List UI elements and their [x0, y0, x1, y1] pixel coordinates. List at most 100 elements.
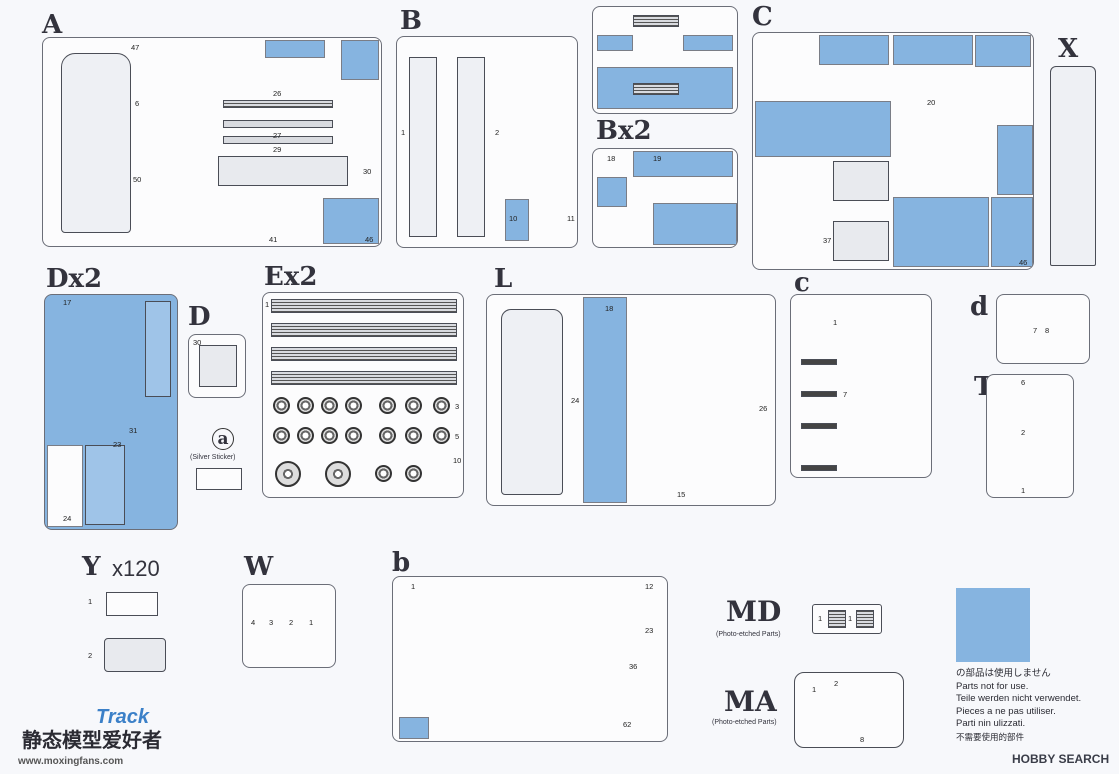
part-number: 1 — [411, 582, 416, 591]
legend-line-en: Parts not for use. — [956, 680, 1029, 692]
road-wheel — [433, 427, 450, 444]
road-wheel — [433, 397, 450, 414]
road-wheel — [297, 427, 314, 444]
track-part — [633, 15, 679, 27]
part-number: 31 — [129, 426, 138, 435]
road-wheel — [273, 427, 290, 444]
side-panel-part — [409, 57, 437, 237]
sprue-b-small: 1 12 23 36 62 — [392, 576, 668, 742]
legend-line-ja: の部品は使用しません — [956, 668, 1051, 679]
sprue-w: 4 3 2 1 — [242, 584, 336, 668]
bx2-blue-cell — [597, 35, 633, 51]
part-number: 26 — [273, 89, 282, 98]
sprue-bx2-top — [592, 6, 738, 114]
road-wheel — [405, 427, 422, 444]
part-number: 3 — [269, 618, 274, 627]
sprue-a-label: A — [42, 10, 63, 40]
part-number: 1 — [833, 318, 838, 327]
dx2-panel-part — [145, 301, 171, 397]
silver-sticker — [196, 468, 242, 490]
part-number: 10 — [509, 214, 518, 223]
not-for-use-legend: の部品は使用しません Parts not for use. Teile werd… — [956, 668, 1081, 743]
road-wheel — [405, 397, 422, 414]
d-part — [199, 345, 237, 387]
ma-caption: (Photo-etched Parts) — [712, 719, 777, 726]
sprue-dx2-label: Dx2 — [46, 264, 103, 294]
part-number: 62 — [623, 720, 632, 729]
rail-part — [223, 100, 333, 108]
bx2-blue-cell — [633, 151, 733, 177]
part-number: 2 — [834, 679, 839, 688]
sprue-c: 20 37 46 — [752, 32, 1034, 270]
legend-line-zh: 不需要使用的部件 — [956, 731, 1025, 742]
sprue-dx2: 17 31 23 24 — [44, 294, 178, 530]
part-number: 36 — [629, 662, 638, 671]
tire — [325, 461, 351, 487]
track-link-row — [271, 371, 457, 385]
part-number: 18 — [607, 154, 616, 163]
part-number: 1 — [848, 614, 853, 623]
sprue-c-small-label: c — [794, 268, 810, 298]
sprue-c-blue-cell — [975, 35, 1031, 67]
sprue-l: 18 24 15 26 — [486, 294, 776, 506]
ramp-part — [833, 221, 889, 261]
sprue-b: 1 2 10 11 — [396, 36, 578, 248]
part-number: 50 — [133, 175, 142, 184]
part-number: 1 — [88, 597, 93, 606]
sprue-y-label: Y — [82, 552, 101, 582]
hobby-search-watermark: HOBBY SEARCH — [1012, 752, 1110, 766]
site-url-watermark: www.moxingfans.com — [18, 756, 124, 767]
part-number: 15 — [677, 490, 686, 499]
part-number: 11 — [567, 214, 575, 223]
part-number: 8 — [1045, 326, 1050, 335]
part-number: 7 — [1033, 326, 1038, 335]
legend-line-it: Parti nin ulizzati. — [956, 718, 1026, 729]
rail-part — [218, 156, 348, 186]
sprue-ex2-label: Ex2 — [264, 262, 318, 292]
sprue-y-count: x120 — [112, 556, 160, 581]
part-number: 6 — [135, 99, 140, 108]
dx2-white-cell — [47, 445, 83, 527]
bar-part — [801, 391, 837, 397]
part-number: 26 — [759, 404, 768, 413]
sprue-t: 6 2 1 — [986, 374, 1074, 498]
part-number: 47 — [131, 43, 140, 52]
bar-part — [801, 359, 837, 365]
tire — [275, 461, 301, 487]
part-number: 1 — [265, 300, 270, 309]
part-number: 2 — [289, 618, 294, 627]
sprue-c-small: 1 7 — [790, 294, 932, 478]
sprue-d-small: 7 8 — [996, 294, 1090, 364]
sprue-d: 30 — [188, 334, 246, 398]
part-number: 24 — [63, 514, 72, 523]
bar-part — [801, 423, 837, 429]
bx2-blue-cell — [683, 35, 733, 51]
part-number: 27 — [273, 131, 282, 140]
sprue-ex2: 1 3 5 10 — [262, 292, 464, 498]
md-caption: (Photo-etched Parts) — [716, 631, 781, 638]
road-wheel — [321, 397, 338, 414]
sprue-c-blue-cell — [755, 101, 891, 157]
part-number: 1 — [401, 128, 406, 137]
part-number: 4 — [251, 618, 256, 627]
part-number: 2 — [88, 651, 93, 660]
track-link-row — [271, 347, 457, 361]
sprue-c-blue-cell — [819, 35, 889, 65]
sprue-l-blue-cell — [583, 297, 627, 503]
sprue-c-blue-cell — [893, 197, 989, 267]
part-number: 46 — [365, 235, 374, 244]
part-number: 8 — [860, 735, 865, 744]
ezt-track-logo: Track — [96, 706, 150, 728]
hull-floor-part — [61, 53, 131, 233]
road-wheel — [297, 397, 314, 414]
road-wheel — [345, 427, 362, 444]
dx2-panel-part — [85, 445, 125, 525]
sprue-d-small-label: d — [970, 292, 989, 322]
part-number: 23 — [645, 626, 654, 635]
sprue-c-blue-cell — [997, 125, 1033, 195]
track-link-part — [104, 638, 166, 672]
sticker-a-label: a — [212, 428, 234, 450]
part-number: 17 — [63, 298, 72, 307]
part-number: 30 — [363, 167, 372, 176]
part-number: 7 — [843, 390, 848, 399]
